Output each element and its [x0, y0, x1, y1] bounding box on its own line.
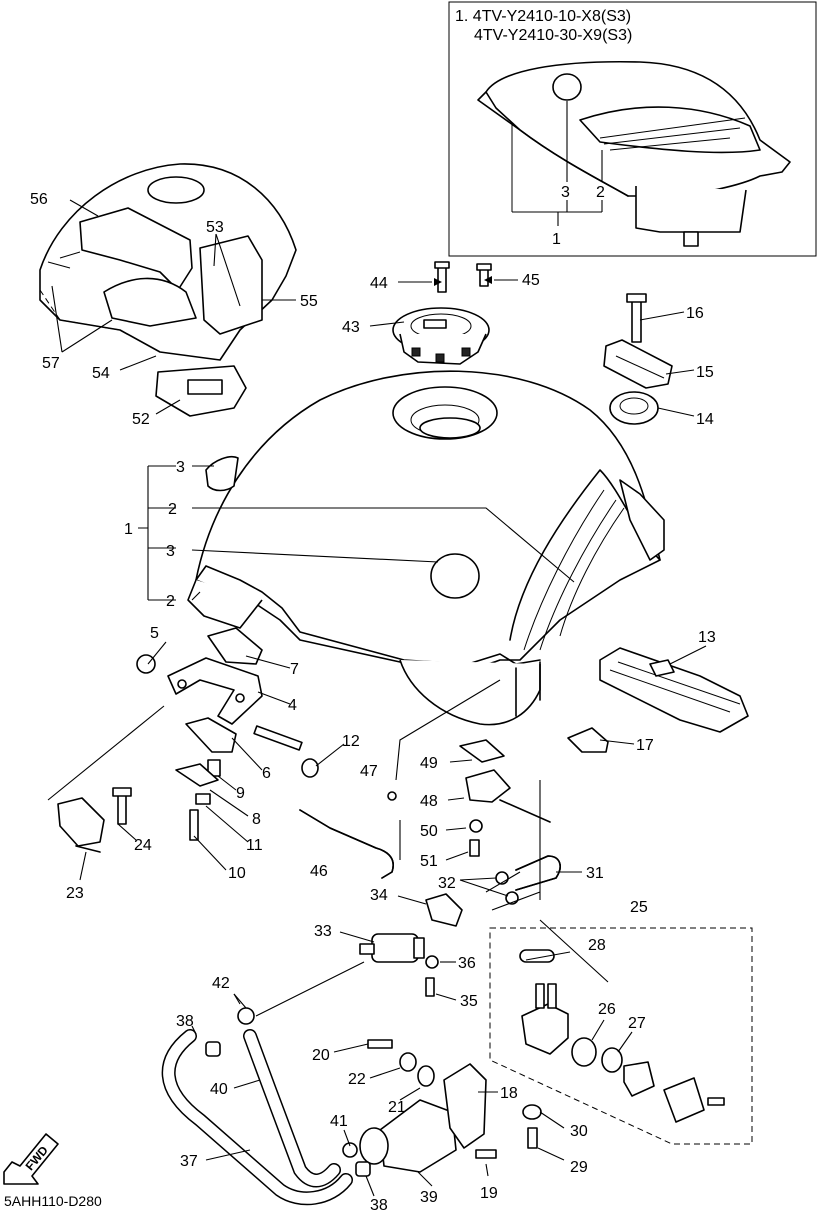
- inset-part-line-1: 1. 4TV-Y2410-10-X8(S3): [455, 8, 631, 25]
- callout-5: 5: [150, 625, 159, 642]
- rear-mount-parts: [603, 293, 673, 425]
- callout-23: 23: [66, 885, 84, 902]
- fuel-hoses: [161, 1007, 371, 1206]
- callout-48: 48: [420, 793, 438, 810]
- callout-22: 22: [348, 1071, 366, 1088]
- callout-34: 34: [370, 887, 388, 904]
- callout-35: 35: [460, 993, 478, 1010]
- callout-53: 53: [206, 219, 224, 236]
- callout-45: 45: [522, 272, 540, 289]
- inset-part-line-2: 4TV-Y2410-30-X9(S3): [474, 27, 632, 44]
- callout-2: 2: [168, 501, 177, 518]
- callout-40: 40: [210, 1081, 228, 1098]
- callout-21: 21: [388, 1099, 406, 1116]
- callout-18: 18: [500, 1085, 518, 1102]
- callout-14: 14: [696, 411, 714, 428]
- callout-56: 56: [30, 191, 48, 208]
- callout-42: 42: [212, 975, 230, 992]
- callout-44: 44: [370, 275, 388, 292]
- callout-50: 50: [420, 823, 438, 840]
- callout-39: 39: [420, 1189, 438, 1206]
- forward-direction-indicator: FWD: [3, 1133, 59, 1185]
- callout-28: 28: [588, 937, 606, 954]
- callout-49: 49: [420, 755, 438, 772]
- inset-leaders: [512, 101, 603, 226]
- callout-25: 25: [630, 899, 648, 916]
- callout-7: 7: [290, 661, 299, 678]
- callout-3: 3: [166, 543, 175, 560]
- leader-lines: [47, 199, 707, 1197]
- callout-8: 8: [252, 811, 261, 828]
- fuel-tank-body: [187, 370, 665, 726]
- callout-26: 26: [598, 1001, 616, 1018]
- callout-38: 38: [370, 1197, 388, 1213]
- fuel-cap-assembly: [392, 261, 492, 365]
- tank-side-pad: [599, 647, 749, 733]
- callout-55: 55: [300, 293, 318, 310]
- callout-54: 54: [92, 365, 110, 382]
- callout-43: 43: [342, 319, 360, 336]
- fuel-line-parts: [299, 739, 561, 997]
- callout-46: 46: [310, 863, 328, 880]
- callout-16: 16: [686, 305, 704, 322]
- inset-label-2: 2: [596, 184, 605, 201]
- callout-33: 33: [314, 923, 332, 940]
- callout-1: 1: [124, 521, 133, 538]
- callout-38: 38: [176, 1013, 194, 1030]
- inset-label-1: 1: [552, 231, 561, 248]
- callout-3: 3: [176, 459, 185, 476]
- petcock-assembly: [489, 927, 753, 1149]
- callout-13: 13: [698, 629, 716, 646]
- drawing-code: 5AHH110-D280: [4, 1193, 102, 1209]
- callout-29: 29: [570, 1159, 588, 1176]
- hose-clip-17: [567, 727, 609, 753]
- callout-labels: 1 2 2 3 3 4 5 6 7 8 9 10 11 12 13 14 15 …: [30, 191, 716, 1213]
- callout-57: 57: [42, 355, 60, 372]
- tank-sensor: [57, 787, 132, 853]
- callout-4: 4: [288, 697, 297, 714]
- callout-17: 17: [636, 737, 654, 754]
- callout-9: 9: [236, 785, 245, 802]
- callout-41: 41: [330, 1113, 348, 1130]
- inset-variant-panel: 1. 4TV-Y2410-10-X8(S3) 4TV-Y2410-30-X9(S…: [448, 1, 817, 257]
- callout-12: 12: [342, 733, 360, 750]
- callout-52: 52: [132, 411, 150, 428]
- callout-19: 19: [480, 1185, 498, 1202]
- callout-20: 20: [312, 1047, 330, 1064]
- inset-tank-drawing: [477, 60, 791, 247]
- callout-32: 32: [438, 875, 456, 892]
- callout-15: 15: [696, 364, 714, 381]
- callout-37: 37: [180, 1153, 198, 1170]
- callout-6: 6: [262, 765, 271, 782]
- inset-label-3: 3: [561, 184, 570, 201]
- callout-47: 47: [360, 763, 378, 780]
- callout-10: 10: [228, 865, 246, 882]
- callout-2: 2: [166, 593, 175, 610]
- callout-11: 11: [246, 837, 263, 854]
- callout-24: 24: [134, 837, 152, 854]
- fuel-pump-parts: [359, 1039, 497, 1173]
- callout-51: 51: [420, 853, 438, 870]
- callout-36: 36: [458, 955, 476, 972]
- front-mount-parts: [136, 627, 319, 841]
- callout-31: 31: [586, 865, 604, 882]
- callout-30: 30: [570, 1123, 588, 1140]
- callout-27: 27: [628, 1015, 646, 1032]
- tank-cover-assembly: [39, 163, 297, 417]
